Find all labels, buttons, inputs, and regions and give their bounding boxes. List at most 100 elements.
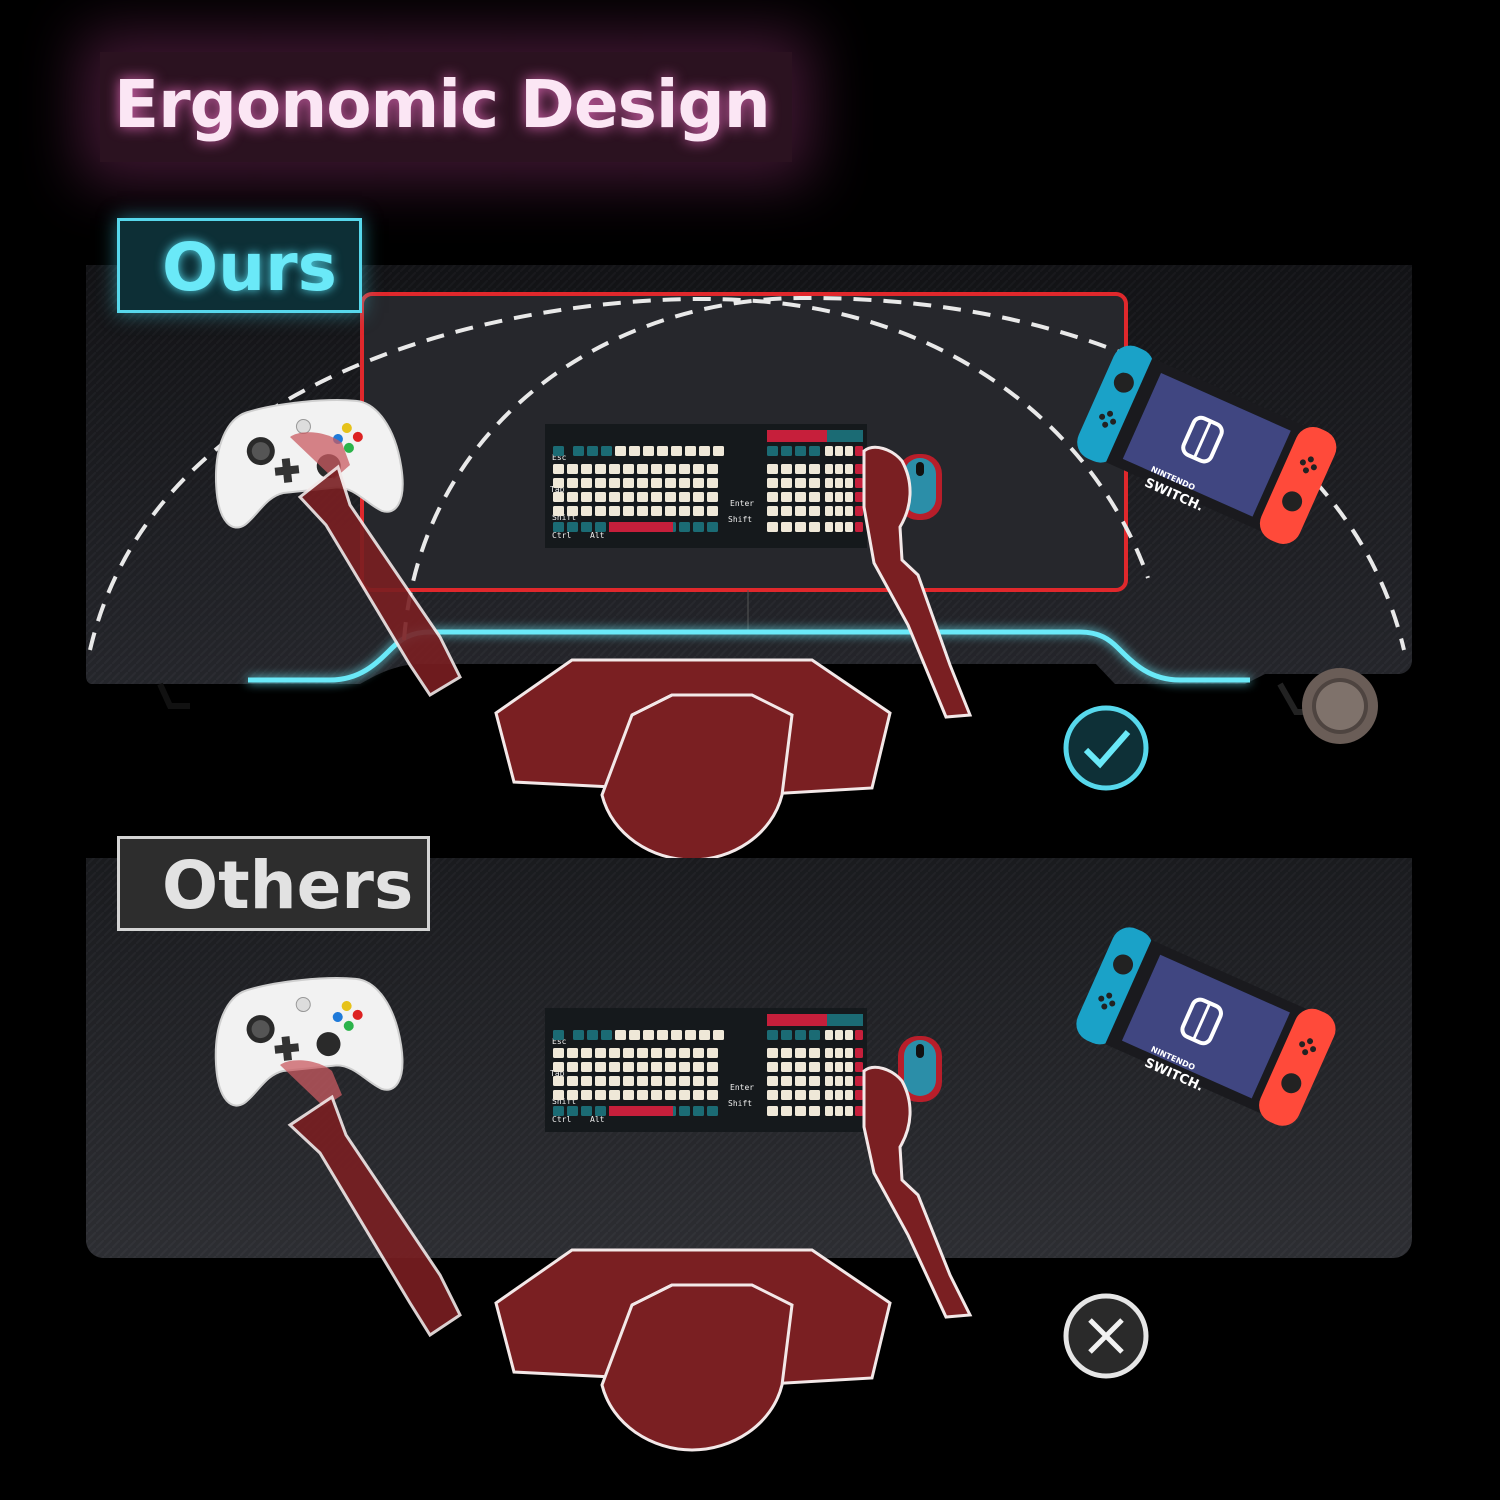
- ours-keycap: [845, 464, 853, 474]
- ours-label: Ours: [162, 229, 337, 306]
- others-keycap: [809, 1030, 820, 1040]
- ours-keycap: [845, 522, 853, 532]
- others-keyboard-legends: Esc Tab Enter Shift Shift Ctrl Alt: [550, 1037, 754, 1124]
- ours-keycap: [553, 522, 564, 532]
- ours-keyboard-legends: Esc Tab Enter Shift Shift Ctrl Alt: [550, 453, 754, 540]
- others-keycap: [809, 1062, 820, 1072]
- others-keycap: [781, 1090, 792, 1100]
- others-key-shift: Shift: [552, 1097, 576, 1106]
- others-keycap: [845, 1106, 853, 1116]
- others-keycap: [707, 1062, 718, 1072]
- others-key-ctrl: Ctrl: [552, 1115, 571, 1124]
- others-keycap: [553, 1062, 564, 1072]
- others-key-shift-right: Shift: [728, 1099, 752, 1108]
- others-keycap: [835, 1062, 843, 1072]
- ours-keycap: [781, 478, 792, 488]
- others-keycap: [855, 1106, 863, 1116]
- ours-keycap: [781, 492, 792, 502]
- others-keycap: [609, 1090, 620, 1100]
- ours-keycap: [567, 506, 578, 516]
- others-key-tab: Tab: [550, 1069, 565, 1078]
- others-keycap: [809, 1090, 820, 1100]
- others-keycap: [679, 1062, 690, 1072]
- ours-keycap: [693, 464, 704, 474]
- others-keycap: [573, 1030, 584, 1040]
- ours-keycap: [699, 446, 710, 456]
- ours-keycap: [679, 492, 690, 502]
- ours-keycap: [835, 506, 843, 516]
- ours-keycap: [835, 522, 843, 532]
- ours-spacebar: [609, 522, 673, 532]
- others-keycap: [707, 1106, 718, 1116]
- ours-keycap: [767, 446, 778, 456]
- others-keycap: [767, 1048, 778, 1058]
- others-keycap: [795, 1048, 806, 1058]
- ours-key-shift: Shift: [552, 513, 576, 522]
- others-keycap: [835, 1090, 843, 1100]
- ours-keycap: [855, 506, 863, 516]
- others-keycap: [707, 1076, 718, 1086]
- others-keycap: [825, 1048, 833, 1058]
- others-keycap: [665, 1076, 676, 1086]
- others-keycap: [845, 1048, 853, 1058]
- ours-keycap: [665, 464, 676, 474]
- ours-keycap: [781, 446, 792, 456]
- others-keycap: [767, 1106, 778, 1116]
- others-keycap: [623, 1076, 634, 1086]
- others-keycap: [637, 1048, 648, 1058]
- ours-key-alt: Alt: [590, 531, 605, 540]
- ours-keycap: [637, 478, 648, 488]
- ours-keycap: [845, 492, 853, 502]
- ours-keycap: [809, 478, 820, 488]
- ours-keycap: [623, 506, 634, 516]
- others-keycap: [809, 1048, 820, 1058]
- ours-keycap: [825, 522, 833, 532]
- ours-keycap: [637, 464, 648, 474]
- others-keycap: [713, 1030, 724, 1040]
- ours-keycap: [651, 506, 662, 516]
- ours-keycap: [553, 478, 564, 488]
- others-keycap: [693, 1106, 704, 1116]
- ours-keycap: [795, 478, 806, 488]
- ours-keycap: [679, 478, 690, 488]
- ours-keycap: [651, 464, 662, 474]
- ours-keycap: [767, 522, 778, 532]
- ours-keycap: [825, 478, 833, 488]
- others-keycap: [707, 1048, 718, 1058]
- ours-keycap: [767, 464, 778, 474]
- ours-keycap: [835, 478, 843, 488]
- ours-keycap: [623, 492, 634, 502]
- ours-keycap: [707, 506, 718, 516]
- others-keycap: [767, 1076, 778, 1086]
- ours-keycap: [707, 464, 718, 474]
- others-keycap: [707, 1090, 718, 1100]
- others-keycap: [693, 1090, 704, 1100]
- ours-keycap: [553, 506, 564, 516]
- ours-desk: [86, 265, 1412, 744]
- ours-keycap: [707, 492, 718, 502]
- ours-keycap: [643, 446, 654, 456]
- ours-keycap: [767, 478, 778, 488]
- ours-key-enter: Enter: [730, 499, 754, 508]
- others-keycap: [665, 1062, 676, 1072]
- ours-keycap: [553, 446, 564, 456]
- others-keycap: [595, 1090, 606, 1100]
- ours-keycap: [573, 446, 584, 456]
- others-keycap: [665, 1048, 676, 1058]
- ours-keycap: [767, 506, 778, 516]
- others-person-torso: [494, 1248, 892, 1452]
- others-keycap: [553, 1090, 564, 1100]
- others-keycap: [637, 1076, 648, 1086]
- others-keycap: [809, 1106, 820, 1116]
- ours-person-torso: [494, 658, 892, 862]
- others-keycap: [553, 1076, 564, 1086]
- ours-keycap: [615, 446, 626, 456]
- others-keycap: [629, 1030, 640, 1040]
- ours-keycap: [855, 464, 863, 474]
- others-keycap: [693, 1062, 704, 1072]
- others-keycap: [581, 1076, 592, 1086]
- others-desk: [86, 858, 1412, 1258]
- ours-keycap: [855, 478, 863, 488]
- others-person: [280, 1060, 973, 1338]
- others-keycap: [845, 1062, 853, 1072]
